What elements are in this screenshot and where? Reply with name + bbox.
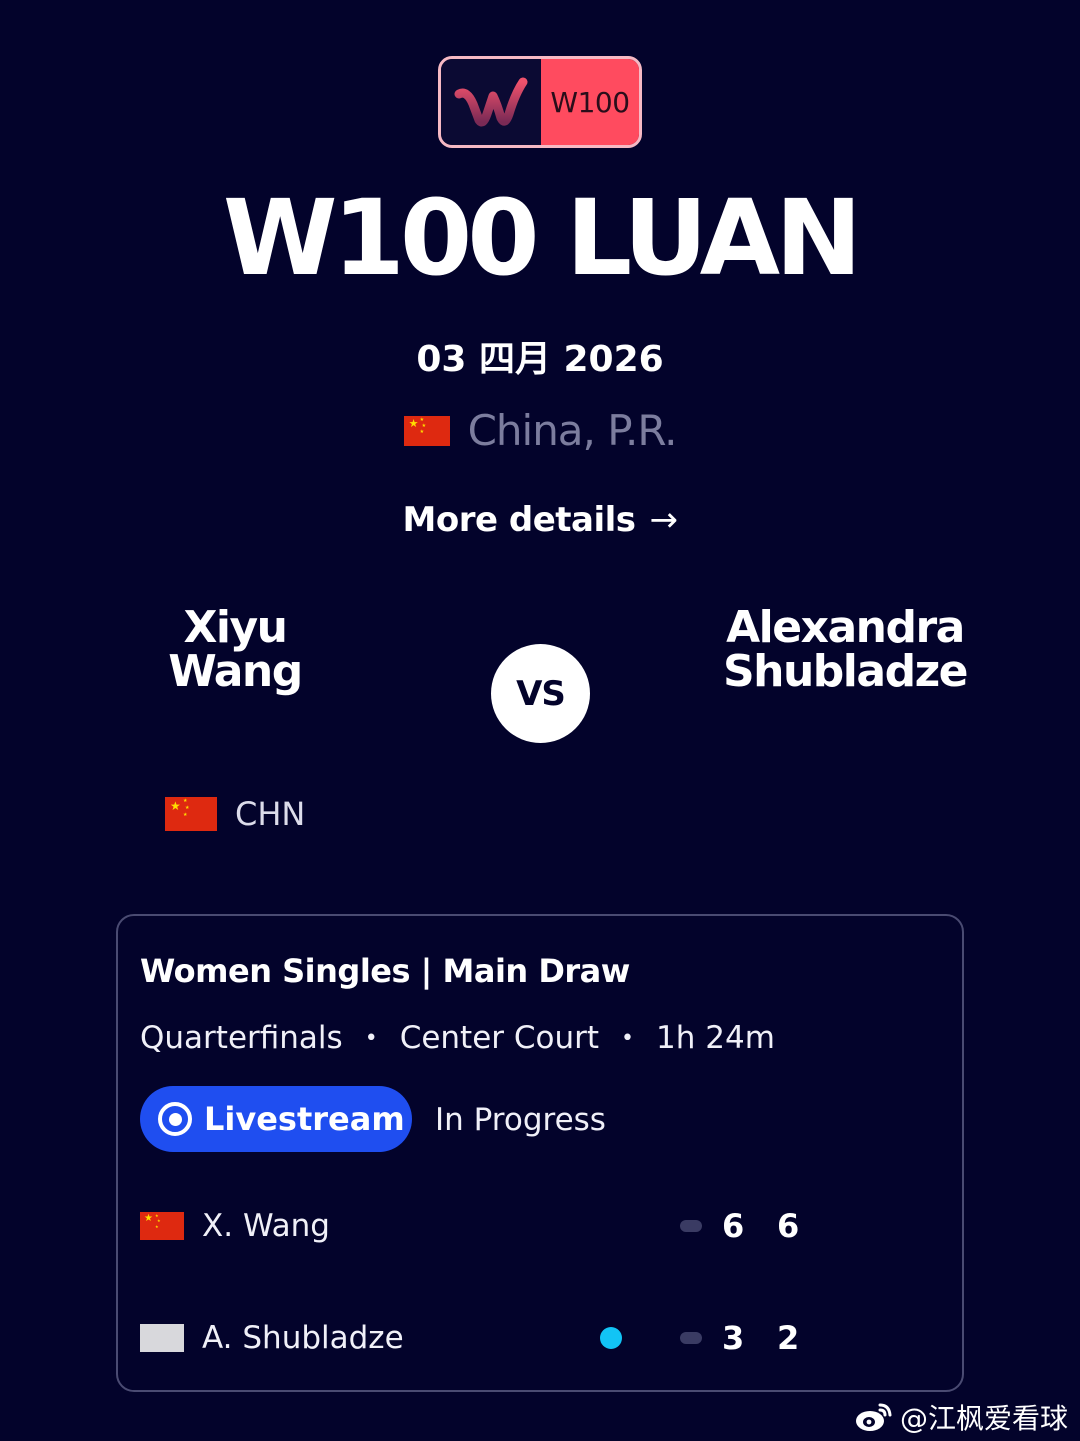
player2-first-name: Alexandra <box>726 602 965 653</box>
player2-last-name: Shubladze <box>722 646 969 697</box>
watermark-text: @江枫爱看球 <box>899 1402 1068 1435</box>
badge-label: W100 <box>541 59 639 145</box>
player1-first-name: Xiyu <box>183 602 288 653</box>
more-details-link[interactable]: More details → <box>0 500 1080 540</box>
match-round: Quarterfinals <box>140 1020 343 1056</box>
event-tier-badge: W100 <box>438 56 642 148</box>
weibo-icon <box>855 1403 892 1431</box>
location-name: China, P.R. <box>467 406 678 455</box>
separator-dot: • <box>621 1025 635 1051</box>
player2-name[interactable]: Alexandra Shubladze <box>700 606 990 694</box>
livestream-button[interactable]: Livestream <box>140 1086 412 1152</box>
set1-score: 6 <box>722 1207 745 1245</box>
game-score-placeholder <box>680 1220 702 1232</box>
score-row: ★ ★ ★ ★ X. Wang 6 6 <box>140 1206 940 1246</box>
china-flag-icon: ★ ★ ★ ★ <box>403 415 450 446</box>
more-details-label: More details <box>402 500 637 540</box>
watermark: @江枫爱看球 <box>854 1397 1068 1437</box>
arrow-right-icon: → <box>649 500 679 540</box>
player1-country-code: CHN <box>235 795 306 833</box>
event-location: ★ ★ ★ ★ China, P.R. <box>0 406 1080 455</box>
game-score-placeholder <box>680 1332 702 1344</box>
set2-score: 6 <box>777 1207 800 1245</box>
livestream-label: Livestream <box>204 1100 405 1138</box>
china-flag-icon: ★ ★ ★ ★ <box>140 1212 184 1240</box>
match-court: Center Court <box>399 1020 600 1056</box>
player1-name[interactable]: Xiyu Wang <box>130 606 340 694</box>
china-flag-icon: ★ ★ ★ ★ <box>165 797 217 831</box>
player1-country: ★ ★ ★ ★ CHN <box>165 795 305 833</box>
score-row: A. Shubladze 3 2 <box>140 1318 940 1358</box>
match-duration: 1h 24m <box>656 1020 775 1056</box>
live-radio-icon <box>158 1102 192 1136</box>
player1-last-name: Wang <box>168 646 303 697</box>
event-date: 03 四月 2026 <box>416 339 664 380</box>
match-meta: Quarterfinals • Center Court • 1h 24m <box>140 1020 775 1056</box>
set2-score: 2 <box>777 1319 800 1357</box>
match-category: Women Singles | Main Draw <box>140 952 630 990</box>
event-title: W100 LUAN <box>222 177 862 299</box>
serve-indicator-icon <box>600 1327 622 1349</box>
separator-dot: • <box>364 1025 378 1051</box>
match-card[interactable]: Women Singles | Main Draw Quarterfinals … <box>116 914 964 1392</box>
player-short-name: A. Shubladze <box>202 1320 404 1356</box>
set1-score: 3 <box>722 1319 745 1357</box>
blank-flag-icon <box>140 1324 184 1352</box>
vs-badge: VS <box>491 644 590 743</box>
match-status: In Progress <box>435 1102 606 1138</box>
player-short-name: X. Wang <box>202 1208 330 1244</box>
wtt-logo-icon <box>441 59 541 145</box>
